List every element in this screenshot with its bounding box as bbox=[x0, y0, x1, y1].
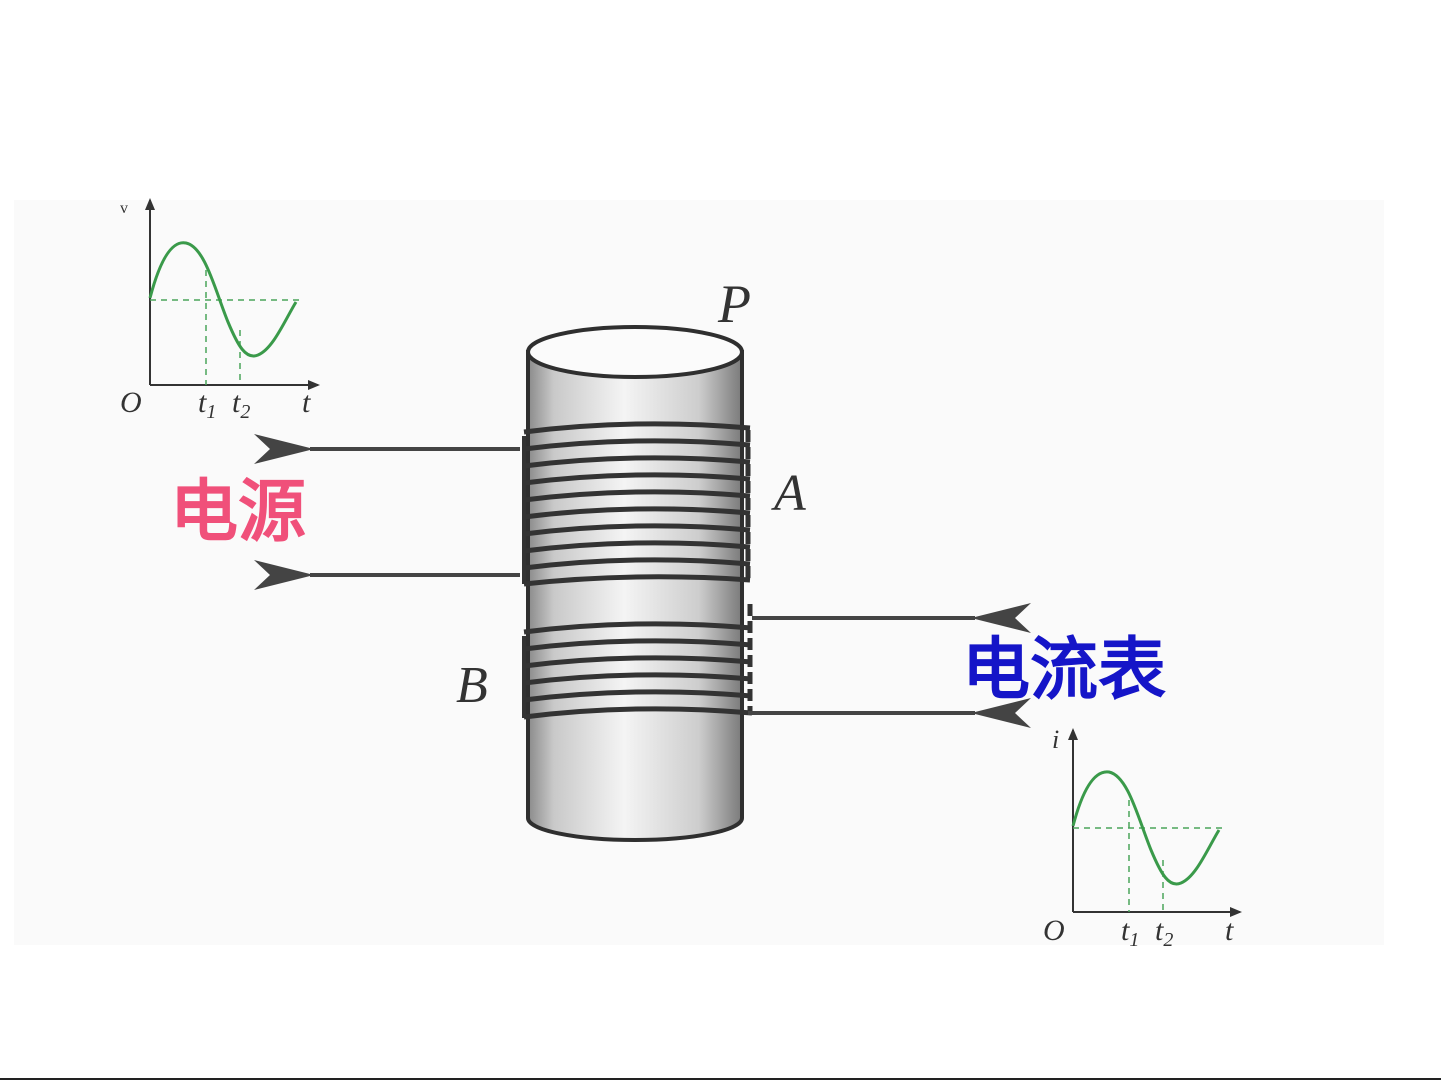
ammeter-label: 电流表 bbox=[962, 631, 1166, 710]
voltage-graph-y-label: v bbox=[120, 200, 128, 217]
voltage-graph-origin: O bbox=[120, 386, 142, 419]
iron-core bbox=[528, 327, 742, 840]
power-source-label: 电源 bbox=[170, 473, 306, 552]
core-top-face bbox=[528, 327, 742, 377]
coil-a-label: A bbox=[771, 465, 806, 522]
bottom-rule bbox=[0, 1078, 1441, 1080]
current-graph-x-label: t bbox=[1225, 914, 1234, 947]
core-label-p: P bbox=[717, 274, 751, 334]
current-graph-origin: O bbox=[1043, 914, 1065, 947]
coil-b-label: B bbox=[456, 657, 488, 714]
current-graph-y-label: i bbox=[1052, 725, 1059, 754]
voltage-graph-x-label: t bbox=[302, 386, 311, 419]
